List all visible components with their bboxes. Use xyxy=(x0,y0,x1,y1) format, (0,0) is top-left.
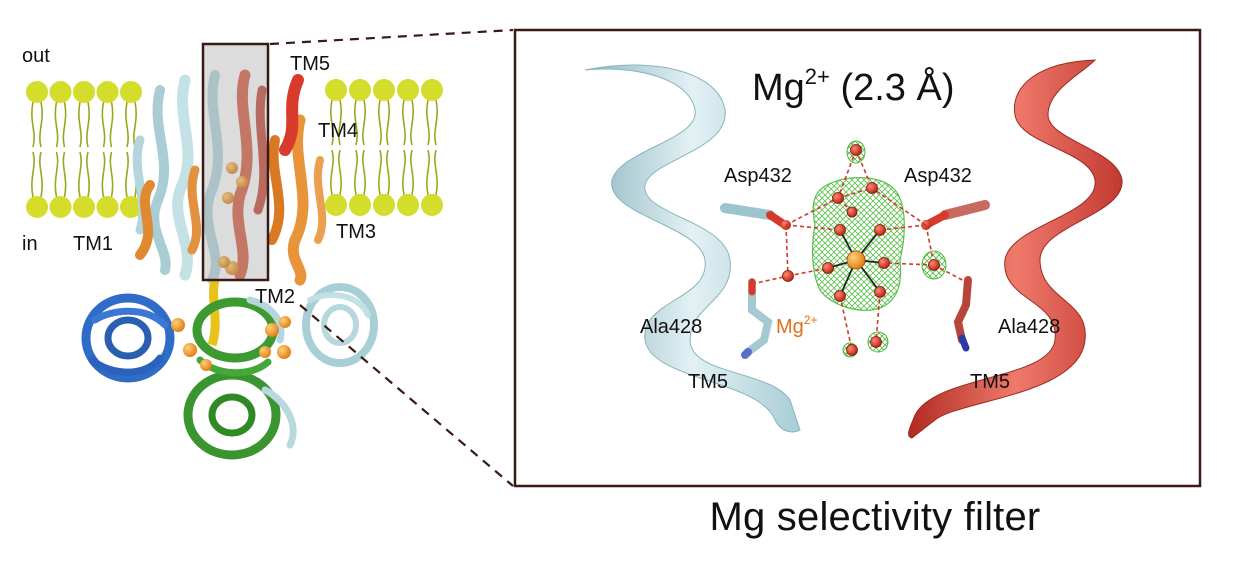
label-tm3: TM3 xyxy=(336,221,376,243)
lipid-tails xyxy=(125,101,137,198)
inset-title-sup: 2+ xyxy=(805,64,830,89)
lipid-head xyxy=(325,79,347,101)
lipid-head xyxy=(26,196,48,218)
lipid-head xyxy=(120,81,142,103)
lipid-tails xyxy=(31,101,43,198)
label-tm5-detail-left: TM5 xyxy=(688,371,728,393)
helix-left xyxy=(584,64,801,433)
lipid-head xyxy=(49,81,72,103)
lipid-tails xyxy=(354,99,366,196)
figure-caption: Mg selectivity filter xyxy=(709,495,1041,539)
label-out: out xyxy=(22,45,50,67)
tm5-helices-red xyxy=(232,69,304,281)
label-mg-ion-main: Mg xyxy=(776,316,804,338)
inset-panel: Mg2+ (2.3 Å) Asp432 Asp432 Ala428 Ala428… xyxy=(513,28,1202,488)
lipid-head xyxy=(73,196,95,218)
cytoplasmic-ions xyxy=(171,316,291,371)
label-in: in xyxy=(22,233,38,255)
lipid-head xyxy=(73,81,95,103)
mg-ion xyxy=(846,250,866,270)
lipid-head xyxy=(349,79,371,101)
hbond-network xyxy=(751,149,967,351)
lipid-head xyxy=(96,196,119,218)
inset-title: Mg2+ (2.3 Å) xyxy=(752,64,955,109)
lipid-head xyxy=(26,81,48,103)
lipid-head xyxy=(421,194,443,216)
label-mg-ion-sup: 2+ xyxy=(804,313,818,327)
lipid-head xyxy=(325,194,347,216)
label-ala428-left: Ala428 xyxy=(640,316,702,338)
lipid-tails xyxy=(330,99,342,196)
label-ala428-right: Ala428 xyxy=(998,316,1060,338)
tm-helices-lightblue xyxy=(132,70,223,285)
lipid-head xyxy=(373,79,395,101)
water-molecules xyxy=(782,144,940,356)
tm-helices-orange xyxy=(135,114,327,286)
label-tm5-left: TM5 xyxy=(290,53,330,75)
domain-green xyxy=(183,296,297,460)
selection-box xyxy=(201,42,270,282)
inset-title-main: Mg xyxy=(752,67,805,109)
lipid-head xyxy=(96,81,119,103)
label-tm1: TM1 xyxy=(73,233,113,255)
lipid-head xyxy=(120,196,142,218)
lipid-tails xyxy=(402,99,414,196)
lipid-head xyxy=(373,194,395,216)
inset-title-rest: (2.3 Å) xyxy=(830,65,955,109)
label-mg-ion: Mg2+ xyxy=(776,313,817,338)
domain-blue xyxy=(81,293,175,383)
lipid-tails xyxy=(378,99,390,196)
lipid-tails xyxy=(78,101,90,198)
lipid-head xyxy=(49,196,72,218)
tm-ions xyxy=(218,162,248,275)
helix-right xyxy=(908,59,1123,439)
lipid-head xyxy=(421,79,443,101)
lipid-head xyxy=(349,194,371,216)
lipid-tails xyxy=(101,101,114,198)
lipid-head xyxy=(397,79,419,101)
label-tm2: TM2 xyxy=(255,286,295,308)
label-tm4: TM4 xyxy=(318,120,358,142)
protein-structure xyxy=(81,42,378,460)
membrane-right xyxy=(325,79,443,216)
label-asp432-left: Asp432 xyxy=(724,165,792,187)
lipid-tails xyxy=(426,99,438,196)
zoom-connectors xyxy=(269,28,514,487)
lipid-head xyxy=(397,194,419,216)
lipid-tails xyxy=(54,101,67,198)
domain-lightblue-right xyxy=(302,283,378,367)
label-asp432-right: Asp432 xyxy=(904,165,972,187)
label-tm5-detail-right: TM5 xyxy=(970,371,1010,393)
membrane-left xyxy=(26,81,142,218)
sidechain-ala-right xyxy=(953,276,972,352)
